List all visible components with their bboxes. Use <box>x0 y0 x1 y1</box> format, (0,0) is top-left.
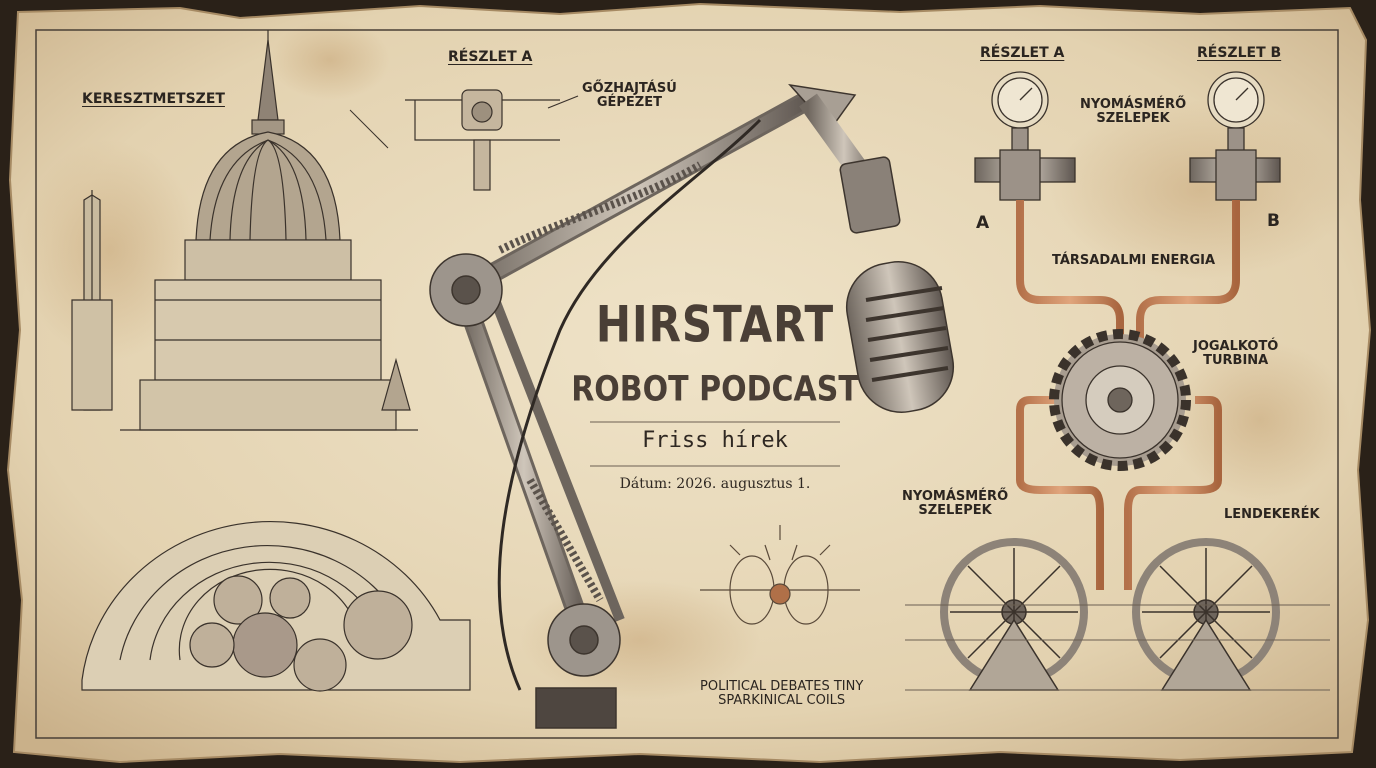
steam-machinery-label: GŐZHAJTÁSÚ GÉPEZET <box>582 81 677 111</box>
arm-cable <box>497 118 762 691</box>
pressure-gauge-a <box>974 71 1076 201</box>
stain <box>1050 100 1350 280</box>
gear <box>269 577 311 619</box>
pressure-bottom-line1: NYOMÁSMÉRŐ <box>902 489 1009 504</box>
detail-a-label: RÉSZLET A <box>448 49 533 65</box>
border-frame <box>35 29 1339 739</box>
gear <box>213 575 263 625</box>
pressure-top-line2: SZELEPEK <box>1096 111 1170 127</box>
spark-coil-caption: POLITICAL DEBATES TINY SPARKINICAL COILS <box>700 679 864 709</box>
pressure-top-line1: NYOMÁSMÉRŐ <box>1080 97 1187 112</box>
pressure-gauge-b <box>1189 71 1281 201</box>
caption-line2: SPARKINICAL COILS <box>718 693 846 709</box>
cross-section-label: KERESZTMETSZET <box>82 91 225 107</box>
turbine-line1: JOGALKOTÓ <box>1193 339 1279 354</box>
stain <box>270 20 390 100</box>
turbine-line2: TURBINA <box>1203 353 1269 369</box>
tagline: Friss hírek <box>642 428 788 453</box>
podcast-subtitle: ROBOT PODCAST <box>571 369 859 410</box>
social-energy-label: TÁRSADALMI ENERGIA <box>1052 253 1216 268</box>
steam-label-line1: GŐZHAJTÁSÚ <box>582 81 677 96</box>
detail-a-right-label: RÉSZLET A <box>980 45 1065 61</box>
detail-b-label: RÉSZLET B <box>1197 45 1282 61</box>
parliament-dome-drawing <box>71 30 418 431</box>
marker-a: A <box>976 213 990 233</box>
microphone <box>845 261 955 413</box>
pressure-bottom-line2: SZELEPEK <box>918 503 992 519</box>
marker-b: B <box>1267 211 1280 231</box>
spark-coil-drawing <box>700 525 860 625</box>
gear <box>293 638 347 692</box>
gear <box>189 622 235 668</box>
flywheel-right <box>1132 538 1280 691</box>
pressure-valves-bottom-label: NYOMÁSMÉRŐ SZELEPEK <box>902 489 1009 519</box>
podcast-title: HIRSTART <box>595 295 835 354</box>
date-line: Dátum: 2026. augusztus 1. <box>619 476 811 492</box>
turbine-label: JOGALKOTÓ TURBINA <box>1193 339 1279 369</box>
pressure-valves-top-label: NYOMÁSMÉRŐ SZELEPEK <box>1080 97 1187 127</box>
steam-label-line2: GÉPEZET <box>596 95 662 111</box>
flywheel-label: LENDEKERÉK <box>1224 507 1320 522</box>
water-floor <box>905 604 1330 691</box>
robotic-mic-arm <box>429 83 901 729</box>
caption-line1: POLITICAL DEBATES TINY <box>700 679 864 694</box>
gear <box>343 590 413 660</box>
legislative-turbine-gear <box>1049 329 1191 471</box>
copper-pipes <box>1016 200 1240 590</box>
gear <box>232 612 298 678</box>
chamber-gear-diagram <box>81 521 471 692</box>
steam-mechanism-detail <box>405 89 579 191</box>
flywheel-left <box>940 538 1088 691</box>
